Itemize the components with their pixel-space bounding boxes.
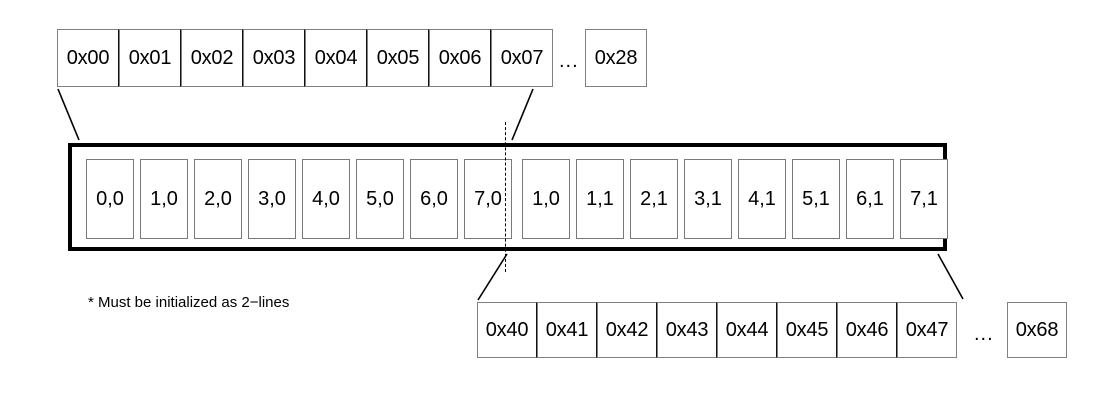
address-cell: 0x02 xyxy=(181,29,243,87)
word-cell: 1,0 xyxy=(140,159,188,239)
word-cell: 1,1 xyxy=(576,159,624,239)
word-cell: 7,0 xyxy=(464,159,512,239)
address-cell: 0x00 xyxy=(57,29,119,87)
word-cell: 3,0 xyxy=(248,159,296,239)
word-cell: 2,0 xyxy=(194,159,242,239)
cache-line-container: 0,0 1,0 2,0 3,0 4,0 5,0 6,0 7,0 1,0 1,1 … xyxy=(68,143,948,251)
word-cell: 6,1 xyxy=(846,159,894,239)
word-cell: 4,0 xyxy=(302,159,350,239)
address-cell: 0x04 xyxy=(305,29,367,87)
address-cell: 0x46 xyxy=(837,302,897,358)
word-cell: 2,1 xyxy=(630,159,678,239)
address-cell: 0x03 xyxy=(243,29,305,87)
initialization-note: * Must be initialized as 2−lines xyxy=(88,294,290,311)
address-cell: 0x07 xyxy=(491,29,553,87)
address-cell: 0x40 xyxy=(477,302,537,358)
address-cell: 0x44 xyxy=(717,302,777,358)
address-cell: 0x01 xyxy=(119,29,181,87)
address-cell: 0x06 xyxy=(429,29,491,87)
word-cell: 5,0 xyxy=(356,159,404,239)
address-cell: 0x41 xyxy=(537,302,597,358)
line-split-dashed-marker xyxy=(505,122,506,272)
ellipsis: ... xyxy=(559,50,579,72)
word-cell: 4,1 xyxy=(738,159,786,239)
word-cell: 0,0 xyxy=(86,159,134,239)
address-cell-tail: 0x68 xyxy=(1007,302,1067,358)
word-cell: 6,0 xyxy=(410,159,458,239)
address-cell: 0x45 xyxy=(777,302,837,358)
word-cell: 5,1 xyxy=(792,159,840,239)
word-cell: 7,1 xyxy=(900,159,948,239)
address-cell: 0x43 xyxy=(657,302,717,358)
address-cell: 0x42 xyxy=(597,302,657,358)
address-cell: 0x47 xyxy=(897,302,957,358)
ellipsis: ... xyxy=(974,323,994,345)
address-cell-tail: 0x28 xyxy=(585,29,647,87)
word-cell: 1,0 xyxy=(522,159,570,239)
address-cell: 0x05 xyxy=(367,29,429,87)
word-cell: 3,1 xyxy=(684,159,732,239)
